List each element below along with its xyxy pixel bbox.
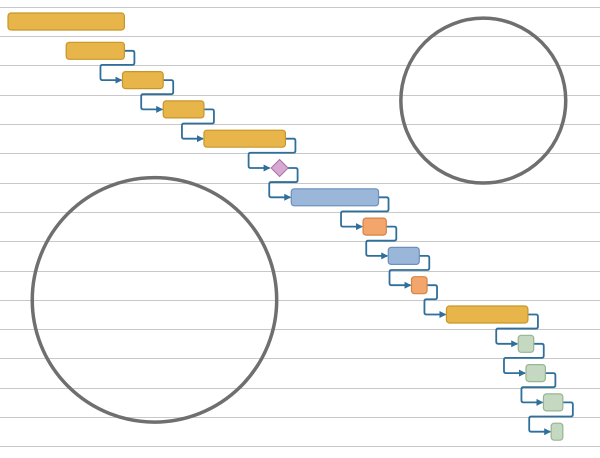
task-bars bbox=[7, 12, 564, 441]
dependency-arrow bbox=[388, 255, 431, 289]
dependency-arrow bbox=[340, 196, 390, 231]
task-bar bbox=[65, 41, 125, 60]
task-bar bbox=[162, 100, 205, 119]
task-bar bbox=[445, 305, 529, 324]
dependency-arrow bbox=[423, 284, 447, 318]
milestone-diamond bbox=[270, 158, 289, 178]
task-bar bbox=[121, 70, 164, 90]
task-bar bbox=[517, 334, 535, 353]
annotation-circles bbox=[30, 16, 568, 424]
task-bar bbox=[203, 129, 287, 148]
annotation-circle bbox=[399, 16, 568, 185]
task-bar bbox=[362, 217, 387, 236]
task-bar bbox=[7, 12, 126, 31]
dependency-arrow bbox=[140, 79, 175, 113]
dependency-arrow bbox=[247, 137, 297, 172]
task-bar bbox=[525, 364, 546, 383]
task-bar bbox=[542, 393, 564, 412]
annotation-circle bbox=[30, 175, 279, 424]
dependency-arrow bbox=[268, 167, 299, 201]
task-bar bbox=[290, 188, 380, 207]
task-bar bbox=[410, 276, 428, 295]
dependency-arrow bbox=[99, 49, 136, 84]
dependency-arrow bbox=[503, 342, 545, 377]
dependency-arrow bbox=[520, 372, 557, 406]
task-bar bbox=[387, 246, 420, 265]
dependency-arrow bbox=[528, 401, 574, 436]
dependency-arrow bbox=[181, 108, 215, 143]
dependency-arrow bbox=[365, 225, 398, 260]
dependency-arrows bbox=[99, 49, 574, 436]
task-bar bbox=[550, 422, 564, 441]
dependency-arrow bbox=[495, 313, 539, 348]
gridlines bbox=[0, 7, 600, 447]
